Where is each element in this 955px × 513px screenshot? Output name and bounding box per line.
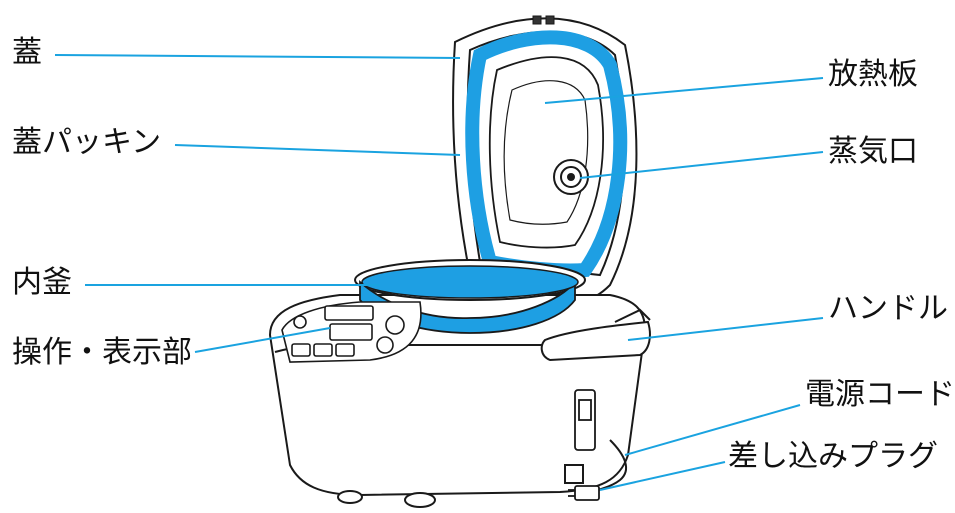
label-heat-plate: 放熱板: [828, 58, 918, 92]
label-lid-gasket: 蓋パッキン: [12, 126, 161, 160]
label-steam-vent: 蒸気口: [828, 135, 918, 169]
label-lid: 蓋: [12, 36, 42, 70]
leader-lid-gasket: [175, 145, 460, 155]
label-power-cord: 電源コード: [805, 378, 955, 412]
label-control-panel: 操作・表示部: [12, 336, 192, 370]
label-inner-pot: 内釜: [12, 266, 72, 300]
label-plug: 差し込みプラグ: [728, 440, 938, 474]
leader-lid: [55, 55, 460, 58]
side-latch: [575, 390, 595, 450]
label-handle: ハンドル: [828, 292, 948, 326]
leader-handle: [628, 318, 823, 340]
heat-plate: [490, 57, 603, 247]
